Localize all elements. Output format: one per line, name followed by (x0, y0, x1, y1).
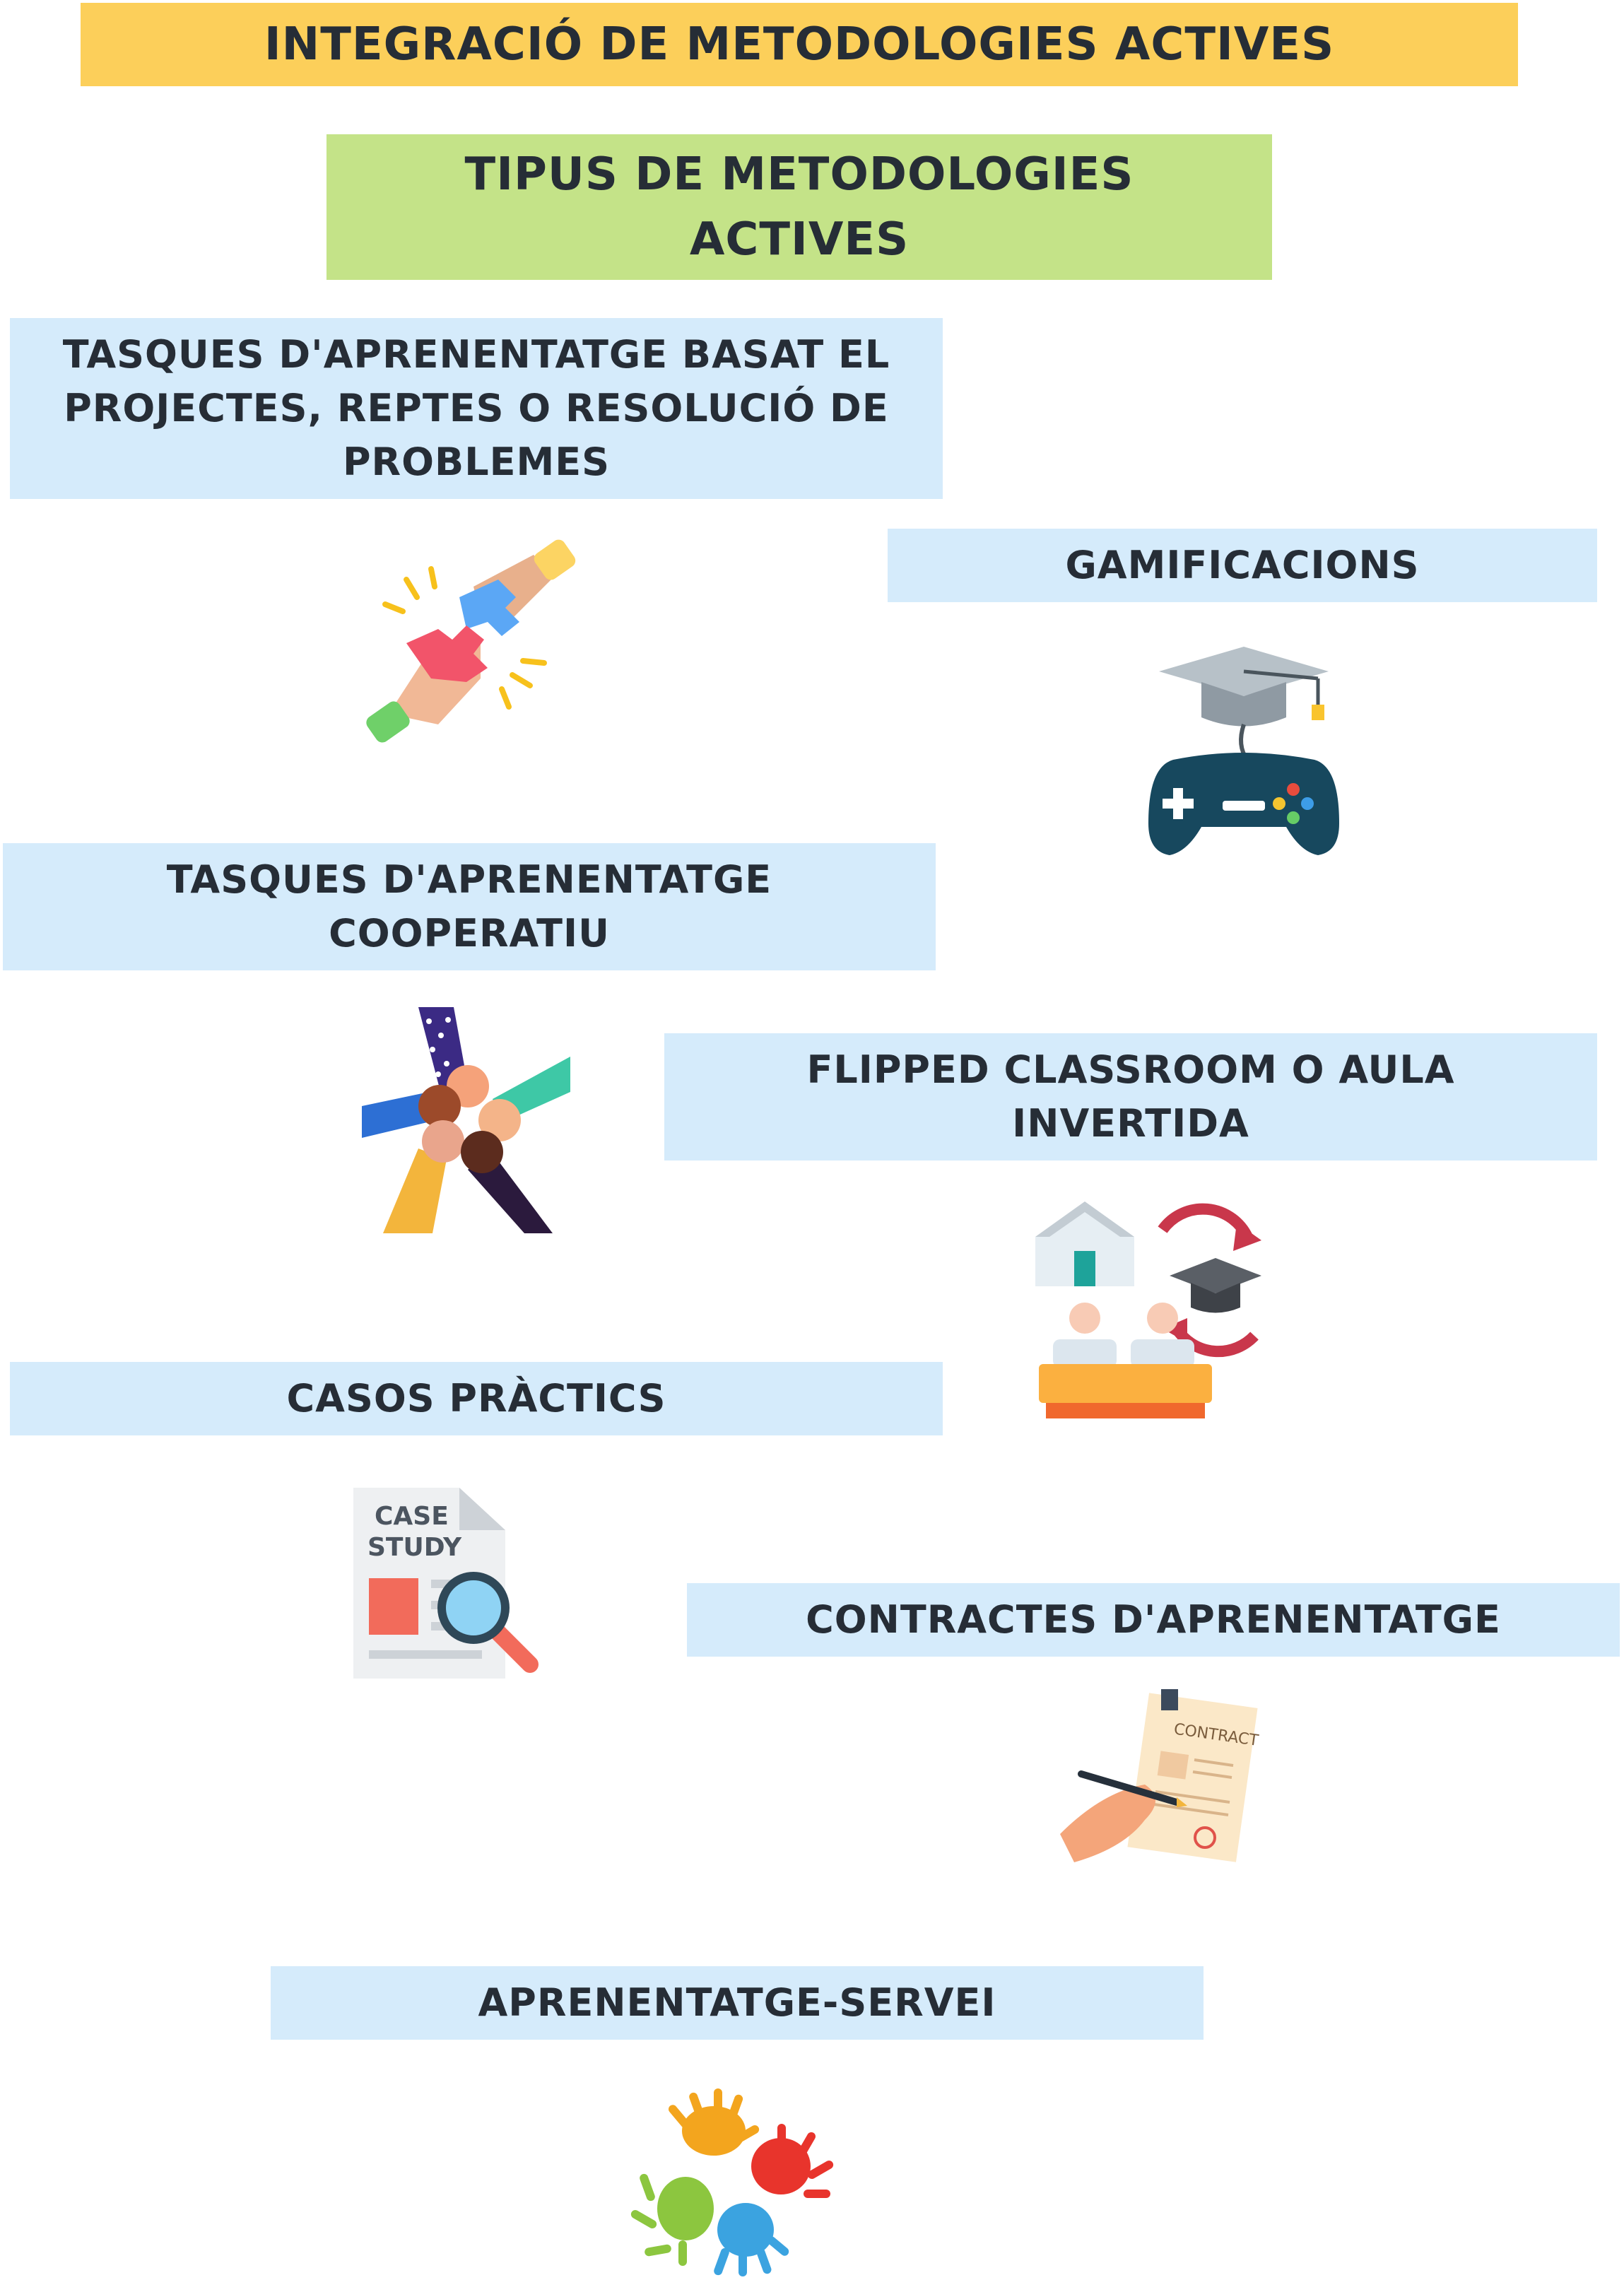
section-subtitle-text: TIPUS DE METODOLOGIES ACTIVES (464, 148, 1134, 266)
method-label: TASQUES D'APRENENTATGE BASAT EL PROJECTE… (62, 332, 890, 484)
method-label: TASQUES D'APRENENTATGE COOPERATIU (166, 857, 772, 956)
method-label: CONTRACTES D'APRENENTATGE (806, 1597, 1501, 1642)
page-title: INTEGRACIÓ DE METODOLOGIES ACTIVES (81, 3, 1518, 86)
game-controller-graduation-cap-icon (1145, 640, 1343, 859)
section-subtitle: TIPUS DE METODOLOGIES ACTIVES (326, 134, 1272, 280)
method-box-cooperative: TASQUES D'APRENENTATGE COOPERATIU (3, 843, 936, 970)
puzzle-hands-icon (360, 537, 579, 749)
method-box-flipped-classroom: FLIPPED CLASSROOM O AULA INVERTIDA (664, 1033, 1597, 1160)
contract-signing-icon: CONTRACT (1060, 1686, 1260, 1869)
colorful-handprints-icon (630, 2088, 837, 2276)
method-label: GAMIFICACIONS (1065, 543, 1420, 587)
case-label: CASE (375, 1502, 449, 1531)
study-label: STUDY (367, 1533, 462, 1562)
method-label: CASOS PRÀCTICS (286, 1376, 666, 1421)
method-box-project-based: TASQUES D'APRENENTATGE BASAT EL PROJECTE… (10, 318, 943, 499)
page-title-text: INTEGRACIÓ DE METODOLOGIES ACTIVES (264, 18, 1335, 71)
method-label: FLIPPED CLASSROOM O AULA INVERTIDA (806, 1047, 1455, 1146)
method-box-gamification: GAMIFICACIONS (888, 529, 1597, 602)
case-study-icon: CASE STUDY (353, 1488, 548, 1682)
cooperative-hands-icon (362, 1007, 570, 1233)
method-box-case-studies: CASOS PRÀCTICS (10, 1362, 943, 1435)
method-box-service-learning: APRENENTATGE-SERVEI (271, 1966, 1204, 2040)
method-box-learning-contracts: CONTRACTES D'APRENENTATGE (687, 1583, 1620, 1657)
flipped-classroom-icon (1035, 1201, 1269, 1435)
method-label: APRENENTATGE-SERVEI (478, 1980, 996, 2025)
